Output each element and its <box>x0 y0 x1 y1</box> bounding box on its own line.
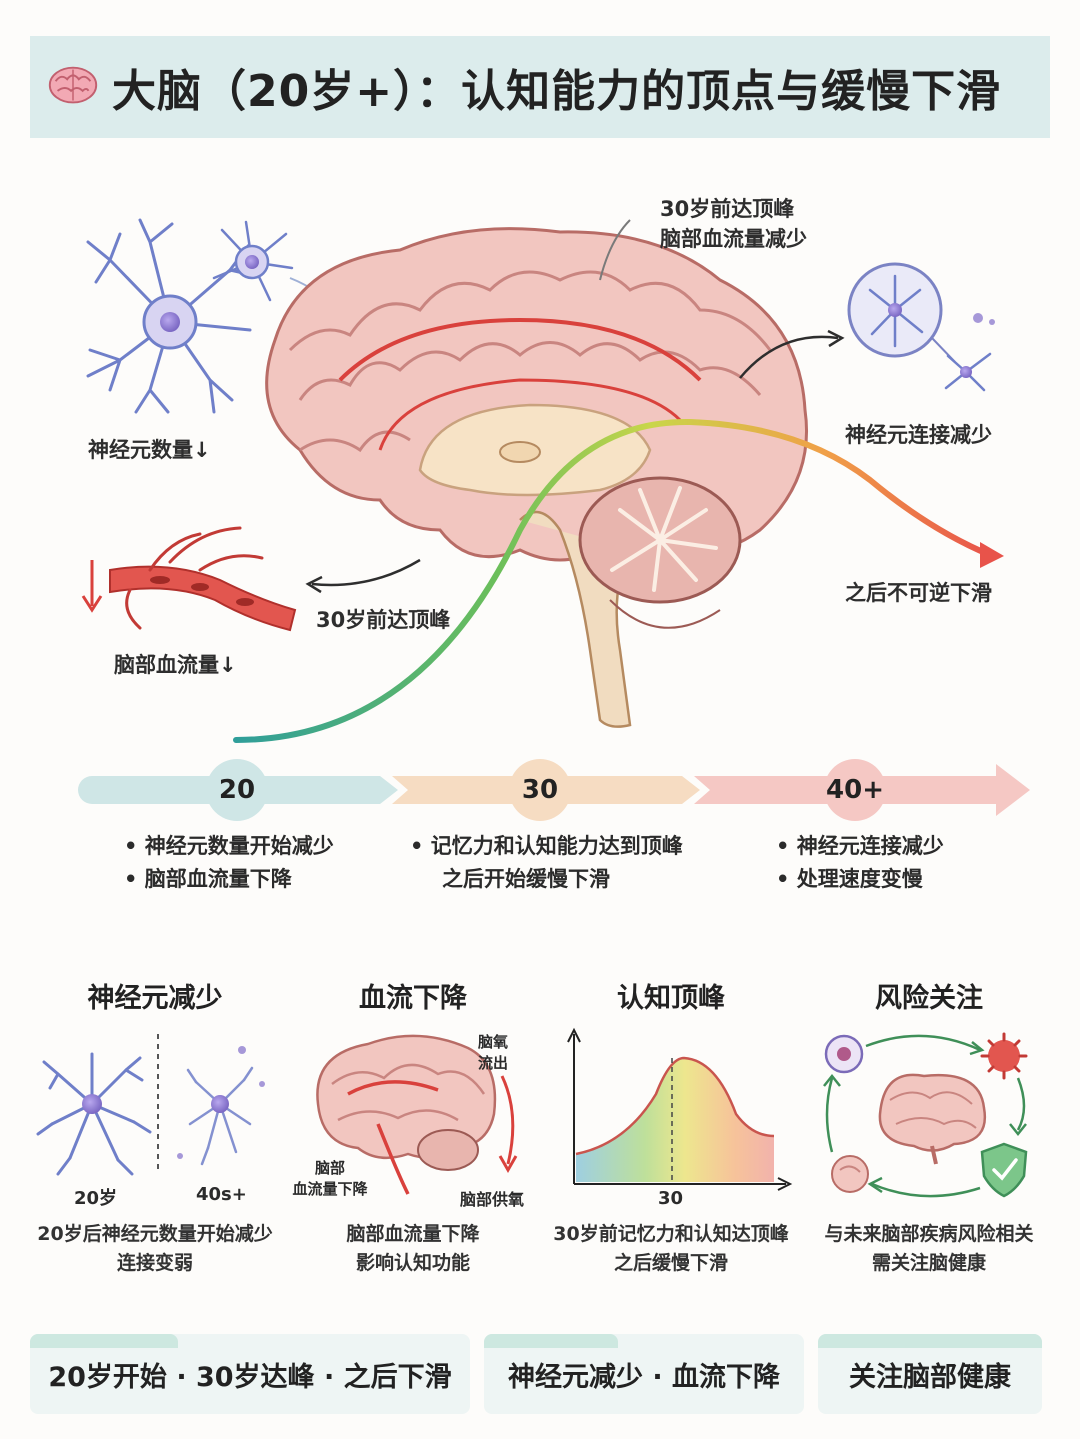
oxygen-supply-label: 脑部供氧 <box>460 1190 525 1209</box>
label-blood: 脑部血流量↓ <box>114 653 237 677</box>
stage-40-notes: • 神经元连接减少 • 处理速度变慢 <box>776 834 944 891</box>
oxygen-out-label: 脑氧 流出 <box>478 1033 509 1072</box>
label-neurons: 神经元数量↓ <box>88 438 211 462</box>
page-title: 大脑（20岁+）：认知能力的顶点与缓慢下滑 <box>112 66 1002 117</box>
label-connections: 神经元连接减少 <box>845 423 992 447</box>
summary-tab <box>818 1334 1042 1348</box>
virus-icon <box>980 1032 1028 1080</box>
connection-magnifier-icon <box>847 262 995 392</box>
panel-caption: 与未来脑部疾病风险相关 需关注脑健康 <box>824 1223 1034 1274</box>
neuron-small-icon <box>212 220 294 302</box>
label-top-peak: 30岁前达顶峰 脑部血流量减少 <box>660 197 807 252</box>
panel-blood-flow: 血流下降 脑氧 流出 脑部 血流量下降 脑部供氧 脑部血流量下降 影响认知功能 <box>288 970 538 1290</box>
panel-title: 风险关注 <box>875 983 983 1014</box>
timeline-node-30: 30 <box>509 759 571 821</box>
peak-axis-tick: 30 <box>658 1188 684 1209</box>
summary-action: 关注脑部健康 <box>818 1334 1042 1414</box>
timeline-node-20: 20 <box>206 759 268 821</box>
blood-flow-label: 脑部 血流量下降 <box>292 1159 368 1198</box>
panel-title: 血流下降 <box>359 983 467 1014</box>
panel-title: 神经元减少 <box>87 983 223 1014</box>
hero-art <box>81 218 1004 743</box>
blood-vessel-icon <box>81 526 297 632</box>
summary-text: 神经元减少 · 血流下降 <box>507 1361 781 1393</box>
stage-20-notes: • 神经元数量开始减少 • 脑部血流量下降 <box>124 834 334 891</box>
peak-curve-chart <box>567 1027 793 1191</box>
hero-illustration: 30岁前达顶峰 脑部血流量减少 神经元数量↓ 神经元连接减少 脑部血流量↓ 30… <box>0 150 1080 750</box>
brain-icon <box>48 66 98 104</box>
panel-neuron-loss: 神经元减少 20岁 40s+ 20岁后神经元数量开始减少 连接变弱 <box>30 970 280 1290</box>
stage-30-notes: • 记忆力和认知能力达到顶峰 之后开始缓慢下滑 <box>410 834 683 891</box>
title-bar: 大脑（20岁+）：认知能力的顶点与缓慢下滑 <box>30 36 1050 138</box>
neuron-large-icon <box>86 218 258 414</box>
age-label-right: 40s+ <box>196 1184 247 1205</box>
panel-risk: 风险关注 与未来脑部疾病风险相关 需关注脑健康 <box>804 970 1054 1290</box>
label-peak: 30岁前达顶峰 <box>316 608 451 632</box>
panel-title: 认知顶峰 <box>617 983 725 1014</box>
summary-text: 关注脑部健康 <box>849 1361 1011 1393</box>
panel-caption: 30岁前记忆力和认知达顶峰 之后缓慢下滑 <box>553 1223 789 1274</box>
label-decline: 之后不可逆下滑 <box>845 581 992 605</box>
summary-text: 20岁开始 · 30岁达峰 · 之后下滑 <box>48 1361 452 1393</box>
summary-timeline: 20岁开始 · 30岁达峰 · 之后下滑 <box>30 1334 470 1414</box>
summary-tab <box>30 1334 178 1348</box>
panel-cognitive-peak: 认知顶峰 30 30岁前记忆力和认知达顶峰 之后缓慢下滑 <box>546 970 796 1290</box>
brain-sagittal-illustration <box>265 227 809 728</box>
timeline-node-40: 40+ <box>824 759 886 821</box>
summary-tab <box>484 1334 618 1348</box>
neuron-compare-icon <box>36 1034 265 1176</box>
panel-caption: 脑部血流量下降 影响认知功能 <box>346 1223 480 1274</box>
risk-cycle-icon <box>823 1032 1028 1198</box>
age-label-left: 20岁 <box>74 1188 118 1209</box>
cognitive-curve <box>233 418 993 743</box>
panel-caption: 20岁后神经元数量开始减少 连接变弱 <box>37 1223 273 1274</box>
age-timeline: 20 30 40+ • 神经元数量开始减少 • 脑部血流量下降 • 记忆力和认知… <box>0 752 1080 912</box>
decline-arrowhead-icon <box>980 542 1004 568</box>
shield-check-icon <box>980 1142 1028 1198</box>
brain-blood-icon <box>316 1034 518 1195</box>
summary-causes: 神经元减少 · 血流下降 <box>484 1334 804 1414</box>
